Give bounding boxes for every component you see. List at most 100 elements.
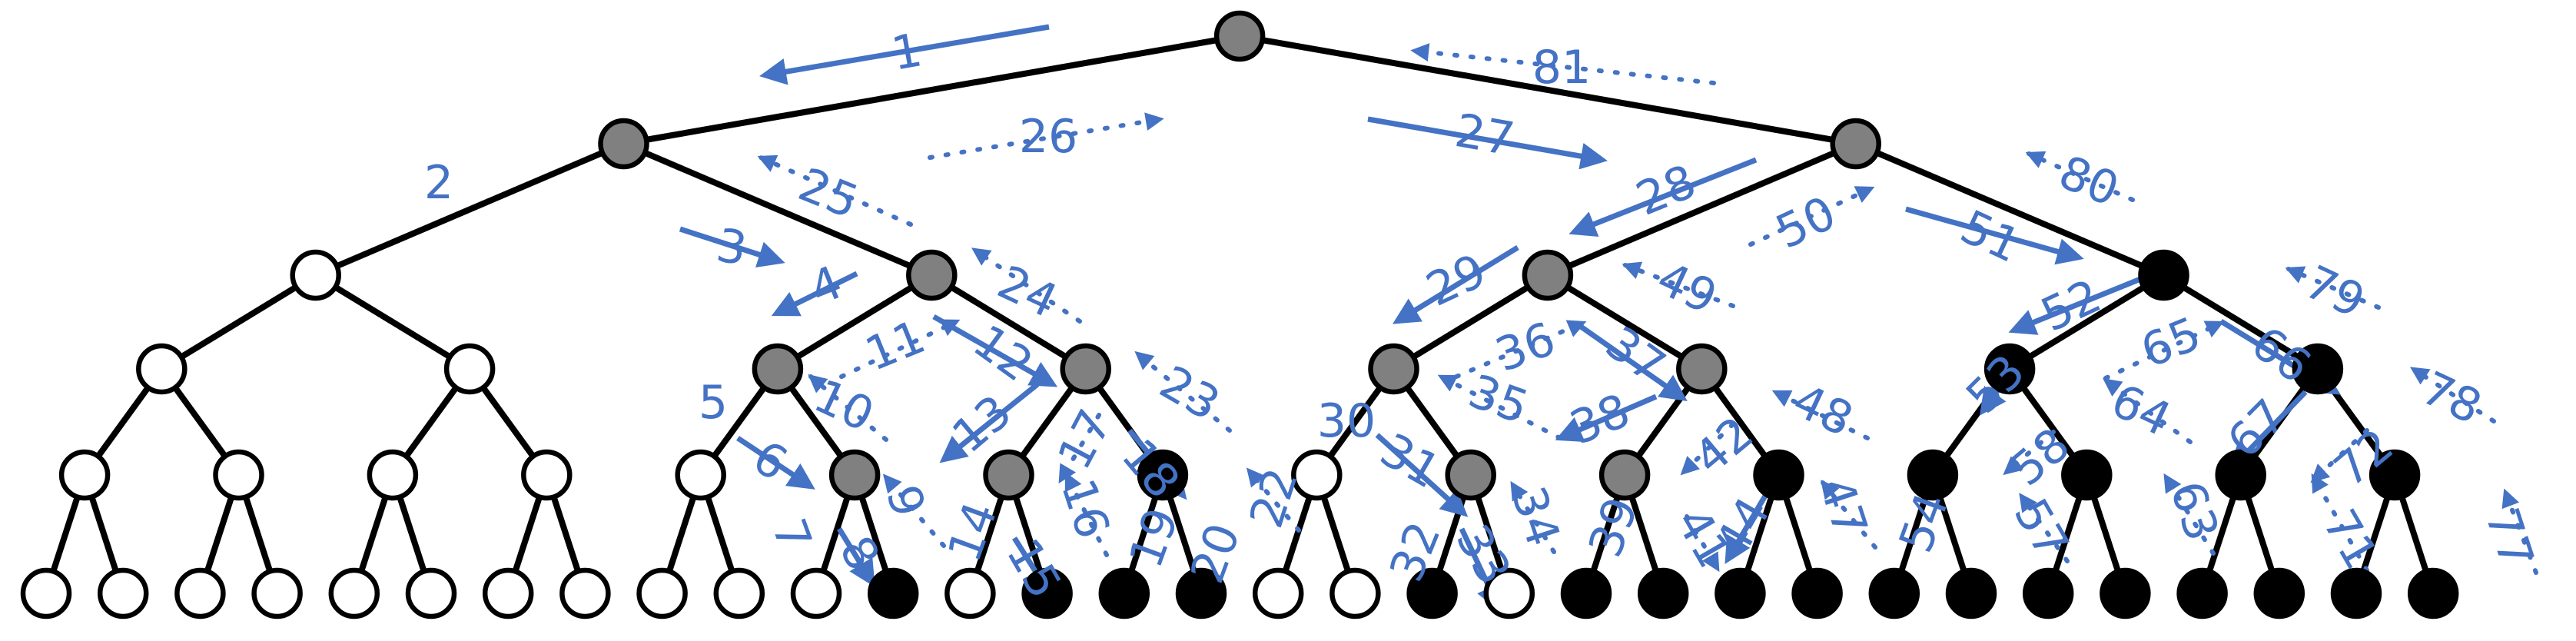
backtrack-arrow xyxy=(1064,471,1109,557)
step-label: 57 xyxy=(2003,490,2080,567)
backtrack-arrow xyxy=(1771,390,1870,440)
tree-node-visited xyxy=(1830,118,1881,170)
tree-node-filled xyxy=(1406,567,1458,619)
tree-node-filled xyxy=(2100,567,2151,619)
tree-node-filled xyxy=(1137,449,1189,501)
tree-node-unvisited xyxy=(443,343,496,395)
tree-node-filled xyxy=(2215,449,2266,501)
step-label: 39 xyxy=(1578,490,1649,564)
descent-arrow xyxy=(1367,116,1608,170)
backtrack-arrow xyxy=(808,374,888,442)
descent-arrow xyxy=(932,314,1058,387)
backtrack-arrow xyxy=(2103,320,2225,380)
step-label: 48 xyxy=(1785,374,1861,447)
backtrack-arrow xyxy=(839,319,961,379)
tree-node-unvisited xyxy=(521,449,573,501)
tree-node-filled xyxy=(1560,567,1612,619)
step-label: 54 xyxy=(1889,486,1960,560)
tree-node-unvisited xyxy=(136,343,188,395)
step-label: 71 xyxy=(2312,500,2388,578)
descent-arrow xyxy=(1725,490,1771,565)
tree-node-filled xyxy=(1175,567,1227,619)
tree-node-filled xyxy=(2407,567,2459,619)
backtrack-arrow xyxy=(2019,493,2070,563)
step-label: 19 xyxy=(1119,501,1190,575)
backtrack-arrow xyxy=(1410,43,1716,85)
tree-node-filled xyxy=(1945,567,1997,619)
descent-arrow xyxy=(759,24,1050,85)
descent-arrow xyxy=(1555,394,1658,442)
backtrack-arrow xyxy=(1820,480,1877,550)
backtrack-arrow xyxy=(1246,467,1301,533)
backtrack-arrow xyxy=(2409,367,2496,423)
descent-arrow xyxy=(771,271,858,317)
step-label: 5 xyxy=(699,376,728,430)
descent-arrow xyxy=(1393,245,1519,324)
tree-edge xyxy=(160,272,317,372)
tree-node-filled xyxy=(2176,567,2228,619)
tree-edge xyxy=(622,33,1240,147)
step-label: 17 xyxy=(1047,401,1123,478)
tree-node-filled xyxy=(867,567,919,619)
tree-edge xyxy=(622,141,933,278)
descent-arrow xyxy=(1905,206,2084,265)
backtrack-arrow xyxy=(2163,473,2216,556)
backtrack-arrow xyxy=(1437,374,1562,440)
step-label: 3 xyxy=(712,218,751,277)
step-label: 81 xyxy=(1532,41,1591,95)
tree-edge xyxy=(1546,141,1857,278)
tree-node-visited xyxy=(1368,343,1419,395)
tree-node-unvisited xyxy=(675,449,726,501)
backtrack-arrow xyxy=(1134,350,1232,433)
tree-node-filled xyxy=(2022,567,2074,619)
step-label: 42 xyxy=(1684,407,1763,486)
tree-node-visited xyxy=(1213,10,1266,62)
tree-node-filled xyxy=(1637,567,1689,619)
descent-arrow xyxy=(939,382,1040,463)
tree-node-unvisited xyxy=(1329,567,1381,619)
tree-node-unvisited xyxy=(290,249,341,301)
step-label: 34 xyxy=(1501,480,1570,553)
step-label: 29 xyxy=(1419,244,1495,317)
step-label: 50 xyxy=(1768,186,1844,260)
tree-edge xyxy=(1392,272,1549,372)
step-label: 64 xyxy=(2103,374,2179,447)
tree-node-unvisited xyxy=(1252,567,1304,619)
tree-edge xyxy=(775,272,934,372)
tree-node-unvisited xyxy=(58,449,111,501)
step-label: 47 xyxy=(1808,471,1877,543)
tree-node-visited xyxy=(906,249,958,301)
step-label: 38 xyxy=(1562,384,1637,456)
tree-node-filled xyxy=(1021,567,1073,619)
step-label: 26 xyxy=(1019,110,1077,164)
descent-arrow xyxy=(1573,320,1688,402)
step-label: 11 xyxy=(858,310,932,382)
tree-nodes xyxy=(20,10,2459,619)
tree-node-filled xyxy=(1753,449,1804,501)
descent-arrow xyxy=(736,436,815,490)
tree-node-unvisited xyxy=(944,567,996,619)
descent-arrow xyxy=(1569,157,1758,237)
backtrack-arrow xyxy=(928,112,1164,160)
backtrack-arrow xyxy=(1510,480,1556,554)
tree-node-unvisited xyxy=(405,567,457,619)
step-label: 2 xyxy=(424,156,453,210)
tree-node-unvisited xyxy=(367,449,419,501)
backtrack-arrow xyxy=(2025,151,2135,202)
tree-node-unvisited xyxy=(482,567,534,619)
step-label: 7 xyxy=(762,512,822,558)
backtrack-arrow xyxy=(971,247,1082,324)
tree-node-filled xyxy=(1907,449,1959,501)
backtrack-arrow xyxy=(2285,266,2381,310)
tree-node-unvisited xyxy=(1291,449,1343,501)
step-label: 52 xyxy=(2033,269,2110,343)
tree-node-unvisited xyxy=(1483,567,1535,619)
step-label: 49 xyxy=(1649,251,1725,325)
step-label: 10 xyxy=(806,369,882,443)
step-label: 9 xyxy=(875,479,935,523)
tree-node-visited xyxy=(752,343,804,395)
backtrack-arrow xyxy=(1622,261,1735,308)
tree-node-visited xyxy=(1060,343,1111,395)
tree-node-visited xyxy=(598,118,649,170)
